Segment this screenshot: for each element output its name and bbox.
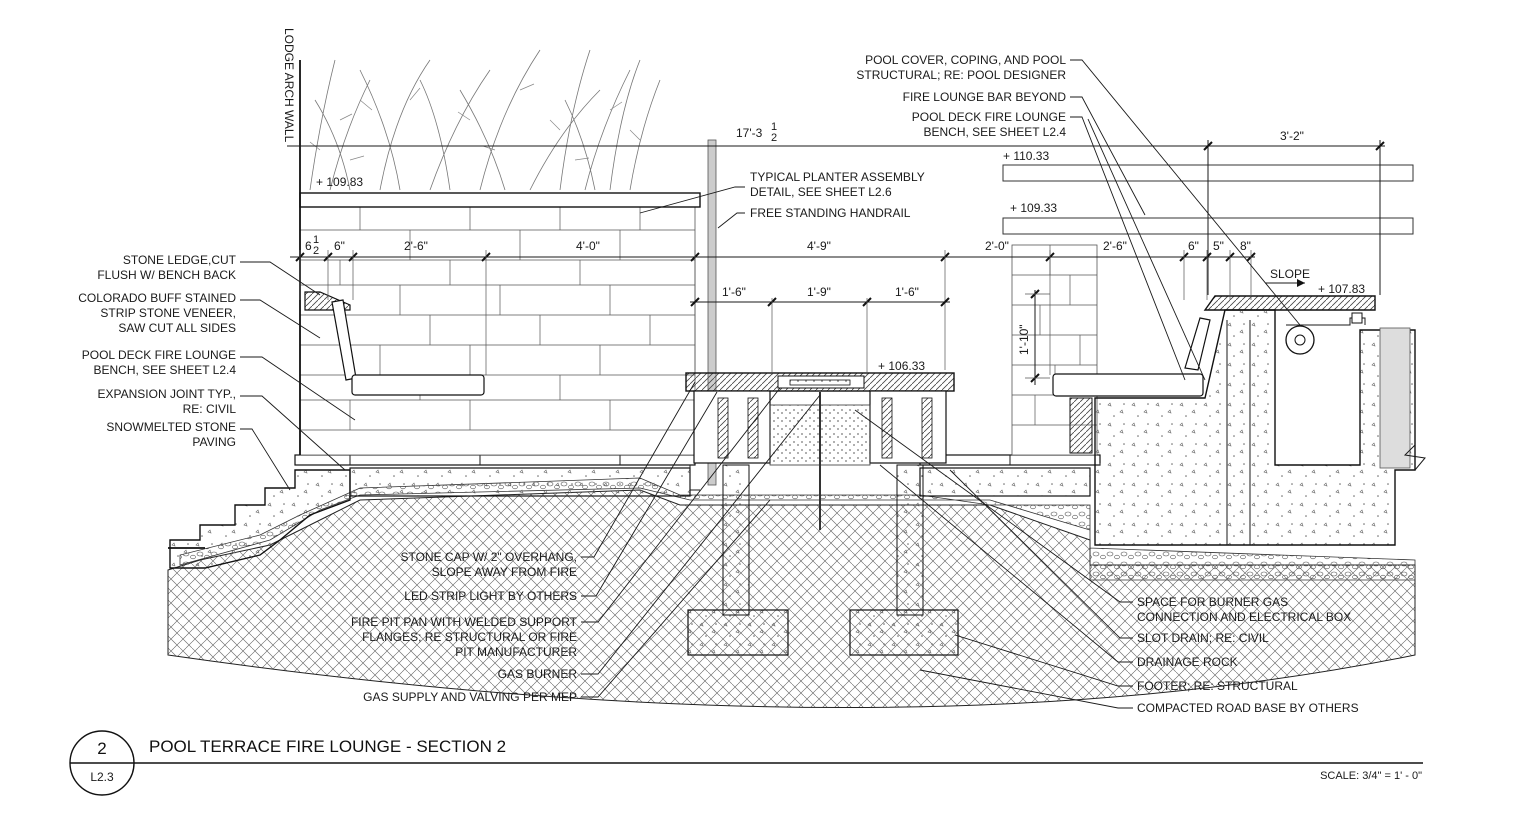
wall-label: LODGE ARCH WALL: [282, 28, 296, 143]
detail-sheet: L2.3: [90, 770, 114, 784]
note-stone-ledge-l2: FLUSH W/ BENCH BACK: [97, 268, 236, 282]
note-bench-left-l1: POOL DECK FIRE LOUNGE: [82, 348, 236, 362]
note-handrail: FREE STANDING HANDRAIL: [750, 206, 911, 220]
stone-veneer-wall: [299, 60, 701, 456]
dim-overall-frac-den: 2: [771, 132, 777, 144]
note-expansion-l1: EXPANSION JOINT TYP.,: [98, 387, 237, 401]
dim-4-9: 4'-9": [807, 239, 831, 253]
notes-bottom-right: SPACE FOR BURNER GAS CONNECTION AND ELEC…: [1137, 595, 1359, 715]
elevation-110-33: + 110.33: [1003, 149, 1049, 163]
dim-1-10: 1'-10": [1017, 324, 1031, 355]
note-road-base: COMPACTED ROAD BASE BY OTHERS: [1137, 701, 1359, 715]
dim-1-9: 1'-9": [807, 285, 831, 299]
dim-1-6b: 1'-6": [895, 285, 919, 299]
note-pool-cover-l1: POOL COVER, COPING, AND POOL: [865, 53, 1066, 67]
leaders-left: [240, 261, 356, 491]
dim-6-half-num: 1: [313, 234, 319, 246]
dim-4-0: 4'-0": [576, 239, 600, 253]
note-slot-drain: SLOT DRAIN; RE: CIVIL: [1137, 631, 1269, 645]
note-fire-pan-l1: FIRE PIT PAN WITH WELDED SUPPORT: [351, 615, 578, 629]
dim-6b: 6": [1188, 239, 1199, 253]
note-led: LED STRIP LIGHT BY OTHERS: [404, 589, 577, 603]
dim-2-6a: 2'-6": [404, 239, 428, 253]
dim-8: 8": [1240, 239, 1251, 253]
dimension-texts: 17'-3 1 2 3'-2" 6 1 2 6" 2'-6" 4'-0" 4'-…: [305, 121, 1310, 355]
note-bench-left-l2: BENCH, SEE SHEET L2.4: [94, 363, 237, 377]
title-block: 2 L2.3 POOL TERRACE FIRE LOUNGE - SECTIO…: [69, 730, 1423, 796]
leaders-top-right: [1070, 59, 1301, 381]
leaders-bottom-right: [854, 409, 1133, 709]
note-pool-cover-l2: STRUCTURAL; RE: POOL DESIGNER: [856, 68, 1066, 82]
dim-overall-frac-num: 1: [771, 121, 777, 133]
note-fire-bar: FIRE LOUNGE BAR BEYOND: [903, 90, 1067, 104]
elevation-106-33: + 106.33: [878, 359, 925, 373]
slope-label: SLOPE: [1270, 267, 1310, 281]
note-space-l1: SPACE FOR BURNER GAS: [1137, 595, 1288, 609]
elevation-markers: + 109.83 + 110.33 + 109.33 + 107.83 + 10…: [316, 149, 1365, 373]
drawing-scale: SCALE: 3/4" = 1' - 0": [1320, 770, 1422, 782]
right-bench: [1052, 295, 1426, 546]
note-fire-pan-l3: PIT MANUFACTURER: [455, 645, 577, 659]
notes-left: STONE LEDGE,CUT FLUSH W/ BENCH BACK COLO…: [78, 253, 236, 449]
note-paving-l1: SNOWMELTED STONE: [106, 420, 236, 434]
note-veneer-l2: STRIP STONE VENEER,: [100, 306, 236, 320]
note-gas-supply: GAS SUPPLY AND VALVING PER MEP: [363, 690, 577, 704]
left-bench: [304, 291, 485, 396]
note-gas-burner: GAS BURNER: [498, 667, 578, 681]
dim-6-half-den: 2: [313, 245, 319, 257]
dim-2-0: 2'-0": [985, 239, 1009, 253]
dim-6-half: 6: [305, 239, 312, 253]
dim-overall: 17'-3: [736, 126, 763, 140]
note-stone-cap-l1: STONE CAP W/ 2" OVERHANG,: [400, 550, 577, 564]
note-planter-l1: TYPICAL PLANTER ASSEMBLY: [750, 170, 925, 184]
stone-paving: [294, 454, 1101, 497]
dimension-lines: [287, 140, 1385, 385]
note-bench-right-l1: POOL DECK FIRE LOUNGE: [912, 110, 1066, 124]
note-fire-pan-l2: FLANGES; RE STRUCTURAL OR FIRE: [362, 630, 577, 644]
leaders-bottom-center: [581, 381, 821, 698]
note-veneer-l1: COLORADO BUFF STAINED: [78, 291, 236, 305]
note-stone-cap-l2: SLOPE AWAY FROM FIRE: [432, 565, 577, 579]
note-paving-l2: PAVING: [192, 435, 236, 449]
note-stone-ledge-l1: STONE LEDGE,CUT: [123, 253, 237, 267]
note-expansion-l2: RE: CIVIL: [183, 402, 237, 416]
elevation-109-33: + 109.33: [1010, 201, 1057, 215]
dim-2-6b: 2'-6": [1103, 239, 1127, 253]
note-drainage-rock: DRAINAGE ROCK: [1137, 655, 1238, 669]
note-footer: FOOTER; RE: STRUCTURAL: [1137, 679, 1298, 693]
notes-top-center: TYPICAL PLANTER ASSEMBLY DETAIL, SEE SHE…: [639, 170, 925, 229]
dim-right-top: 3'-2": [1280, 129, 1304, 143]
note-veneer-l3: SAW CUT ALL SIDES: [118, 321, 236, 335]
notes-bottom-center: STONE CAP W/ 2" OVERHANG, SLOPE AWAY FRO…: [351, 550, 578, 704]
planter-vegetation: [309, 49, 661, 191]
note-planter-l2: DETAIL, SEE SHEET L2.6: [750, 185, 892, 199]
dim-6a: 6": [334, 239, 345, 253]
drawing-title: POOL TERRACE FIRE LOUNGE - SECTION 2: [149, 737, 506, 756]
dim-5: 5": [1213, 239, 1224, 253]
compacted-earth: [167, 489, 1416, 708]
note-space-l2: CONNECTION AND ELECTRICAL BOX: [1137, 610, 1351, 624]
elevation-107-83: + 107.83: [1318, 282, 1365, 296]
left-stepped-slab: [168, 469, 351, 569]
elevation-109-83: + 109.83: [316, 175, 363, 189]
detail-number: 2: [97, 739, 106, 758]
dim-1-6a: 1'-6": [722, 285, 746, 299]
handrail: [689, 139, 717, 491]
note-bench-right-l2: BENCH, SEE SHEET L2.4: [924, 125, 1067, 139]
notes-top-right: POOL COVER, COPING, AND POOL STRUCTURAL;…: [856, 53, 1066, 139]
